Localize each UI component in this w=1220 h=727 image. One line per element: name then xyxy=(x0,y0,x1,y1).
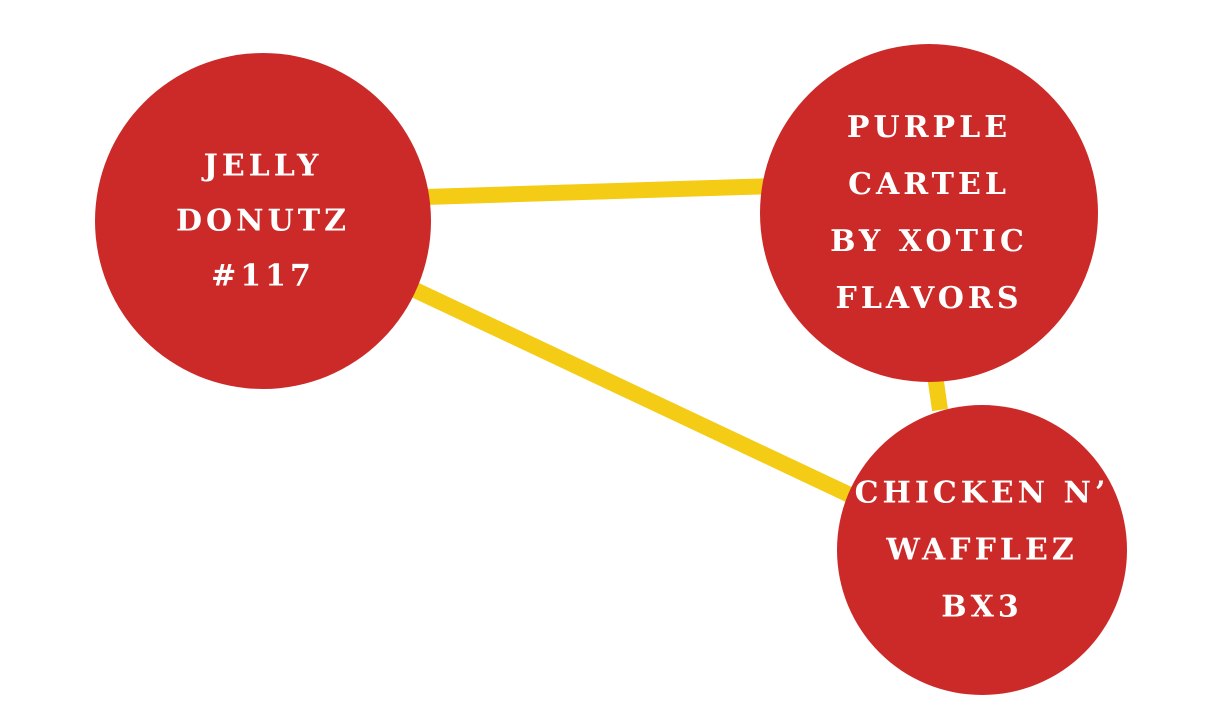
node-label-line: CARTEL xyxy=(848,167,1010,202)
node-jelly-donutz[interactable]: JELLY DONUTZ #117 xyxy=(95,53,431,389)
node-label-line: CHICKEN N’ xyxy=(855,476,1110,511)
node-label-line: BY XOTIC xyxy=(830,224,1028,259)
node-label-line: JELLY xyxy=(201,149,323,184)
edge-jelly-donutz-to-chicken-wafflez xyxy=(411,282,856,504)
node-circle[interactable] xyxy=(760,44,1098,382)
node-label-line: DONUTZ xyxy=(176,204,350,239)
node-chicken-wafflez[interactable]: CHICKEN N’ WAFFLEZ BX3 xyxy=(837,405,1127,695)
node-label-line: WAFFLEZ xyxy=(885,533,1078,568)
node-label-line: #117 xyxy=(211,259,315,294)
nodes-layer: JELLY DONUTZ #117 PURPLE CARTEL BY XOTIC FLAVO… xyxy=(95,44,1127,695)
node-circle[interactable] xyxy=(95,53,431,389)
edge-jelly-donutz-to-purple-cartel xyxy=(424,178,776,205)
node-label-line: FLAVORS xyxy=(836,281,1023,316)
node-label-line: BX3 xyxy=(941,590,1023,625)
node-circle[interactable] xyxy=(837,405,1127,695)
node-label-line: PURPLE xyxy=(847,110,1011,145)
node-purple-cartel[interactable]: PURPLE CARTEL BY XOTIC FLAVORS xyxy=(760,44,1098,382)
